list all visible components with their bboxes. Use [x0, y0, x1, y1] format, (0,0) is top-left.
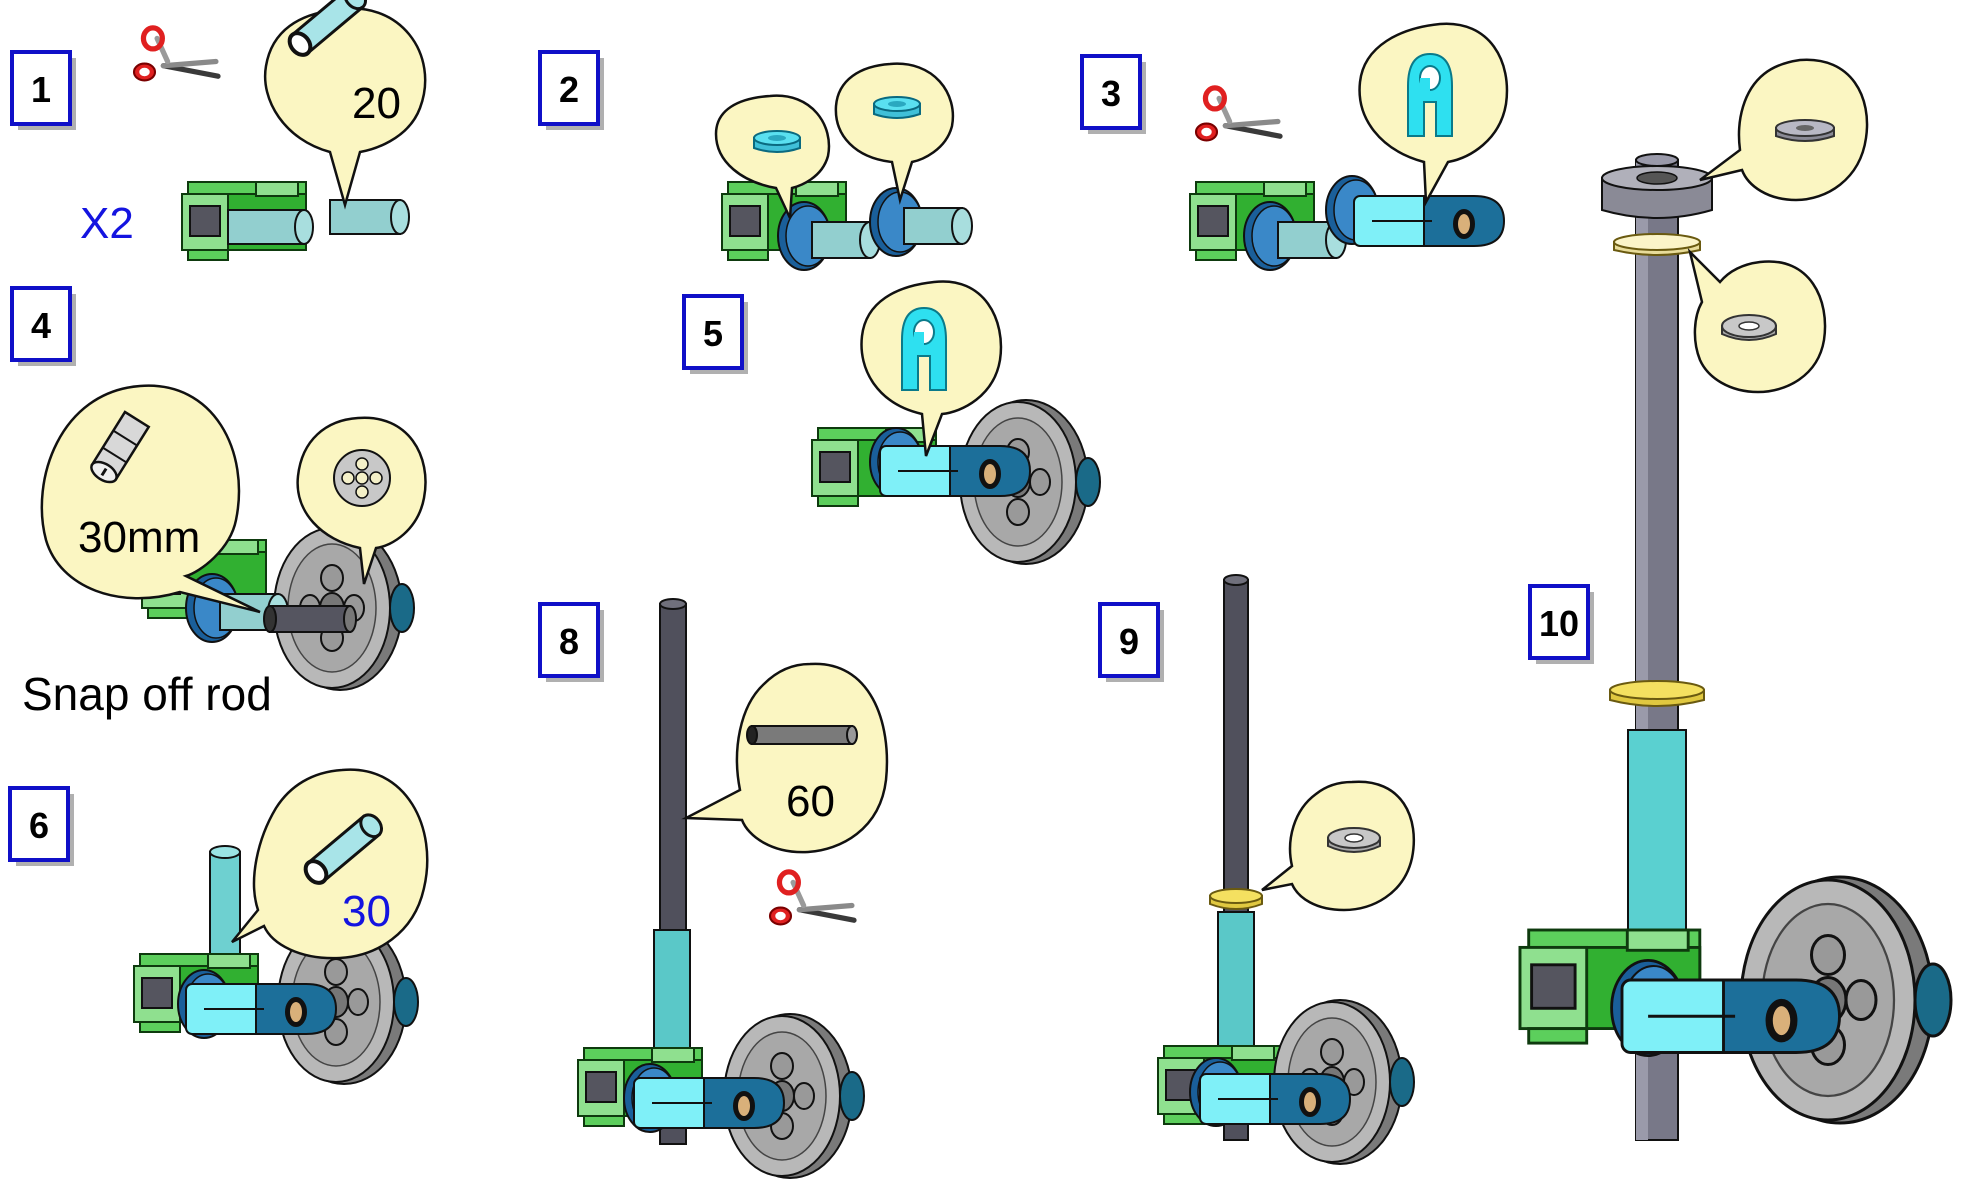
tube-length-label: 30	[342, 887, 391, 936]
washer-icon	[1721, 314, 1777, 341]
callout-bubble: 20	[263, 0, 427, 210]
step-1: 1 X2 20	[10, 0, 427, 261]
tube-icon	[303, 813, 384, 885]
callout-bubble	[1699, 58, 1869, 202]
step-number: 6	[29, 805, 49, 846]
quantity-label: X2	[80, 199, 134, 248]
step-number-box: 4	[10, 286, 78, 368]
callout-bubble	[834, 62, 955, 205]
step-number-box: 2	[538, 50, 606, 132]
step-4: 4 30mm	[10, 286, 427, 720]
step-number: 8	[559, 621, 579, 662]
rod-icon	[746, 725, 858, 745]
scissors-icon	[134, 28, 218, 80]
callout-bubble	[1261, 780, 1416, 912]
tube-stub	[903, 207, 973, 245]
clip-body	[185, 983, 337, 1035]
pin-icon	[90, 410, 151, 484]
scissors-icon	[1196, 88, 1280, 140]
washer-icon	[1327, 827, 1381, 853]
pin-part	[263, 605, 357, 633]
step-number-box: 5	[682, 294, 750, 376]
clip-body	[1620, 978, 1841, 1054]
washer-part	[1613, 233, 1701, 256]
rod-length-label: 60	[786, 777, 835, 826]
clip-body	[633, 1077, 785, 1129]
step-number: 5	[703, 313, 723, 354]
step-2: 2	[538, 50, 973, 271]
callout-bubble: 60	[681, 662, 889, 854]
tube-part	[227, 199, 410, 245]
callout-bubble: 30mm	[40, 384, 261, 614]
callout-bubble	[1358, 22, 1509, 207]
snap-off-note: Snap off rod	[22, 668, 272, 720]
washer-icon	[753, 130, 801, 153]
clip-body	[1199, 1073, 1351, 1125]
callout-bubble	[714, 94, 831, 219]
step-8: 8 60	[538, 598, 889, 1179]
scissors-icon	[770, 872, 854, 925]
step-number-box: 6	[8, 786, 76, 868]
step-number-box: 3	[1080, 54, 1148, 136]
tube-icon	[287, 0, 368, 57]
callout-bubble	[1687, 247, 1827, 394]
washer-icon	[873, 96, 921, 119]
wheel-icon	[333, 449, 391, 507]
step-3: 3	[1080, 22, 1509, 271]
clip-body	[879, 445, 1031, 497]
washer-part	[1209, 888, 1263, 910]
step-number-box: 9	[1098, 602, 1166, 684]
step-number: 3	[1101, 73, 1121, 114]
step-number-box: 8	[538, 602, 606, 684]
step-5: 5	[682, 280, 1101, 565]
step-6: 6 30	[8, 768, 429, 1085]
top-spacer	[1601, 165, 1713, 219]
callout-bubble	[296, 416, 427, 585]
washer-icon	[1775, 119, 1835, 142]
step-number-box: 10	[1528, 584, 1596, 666]
callout-bubble	[860, 280, 1003, 457]
washer-part	[1609, 680, 1705, 707]
step-number-box: 1	[10, 50, 78, 132]
callout-bubble: 30	[231, 768, 429, 960]
step-number: 9	[1119, 621, 1139, 662]
pin-length-label: 30mm	[78, 513, 200, 562]
step-number: 10	[1539, 603, 1579, 644]
step-number: 4	[31, 305, 51, 346]
step-10: 10	[1518, 58, 1953, 1141]
clip-body	[1353, 195, 1505, 247]
step-number: 2	[559, 69, 579, 110]
vertical-tube	[209, 845, 241, 963]
step-9: 9	[1098, 574, 1416, 1165]
tube-length-label: 20	[352, 79, 401, 128]
step-number: 1	[31, 69, 51, 110]
